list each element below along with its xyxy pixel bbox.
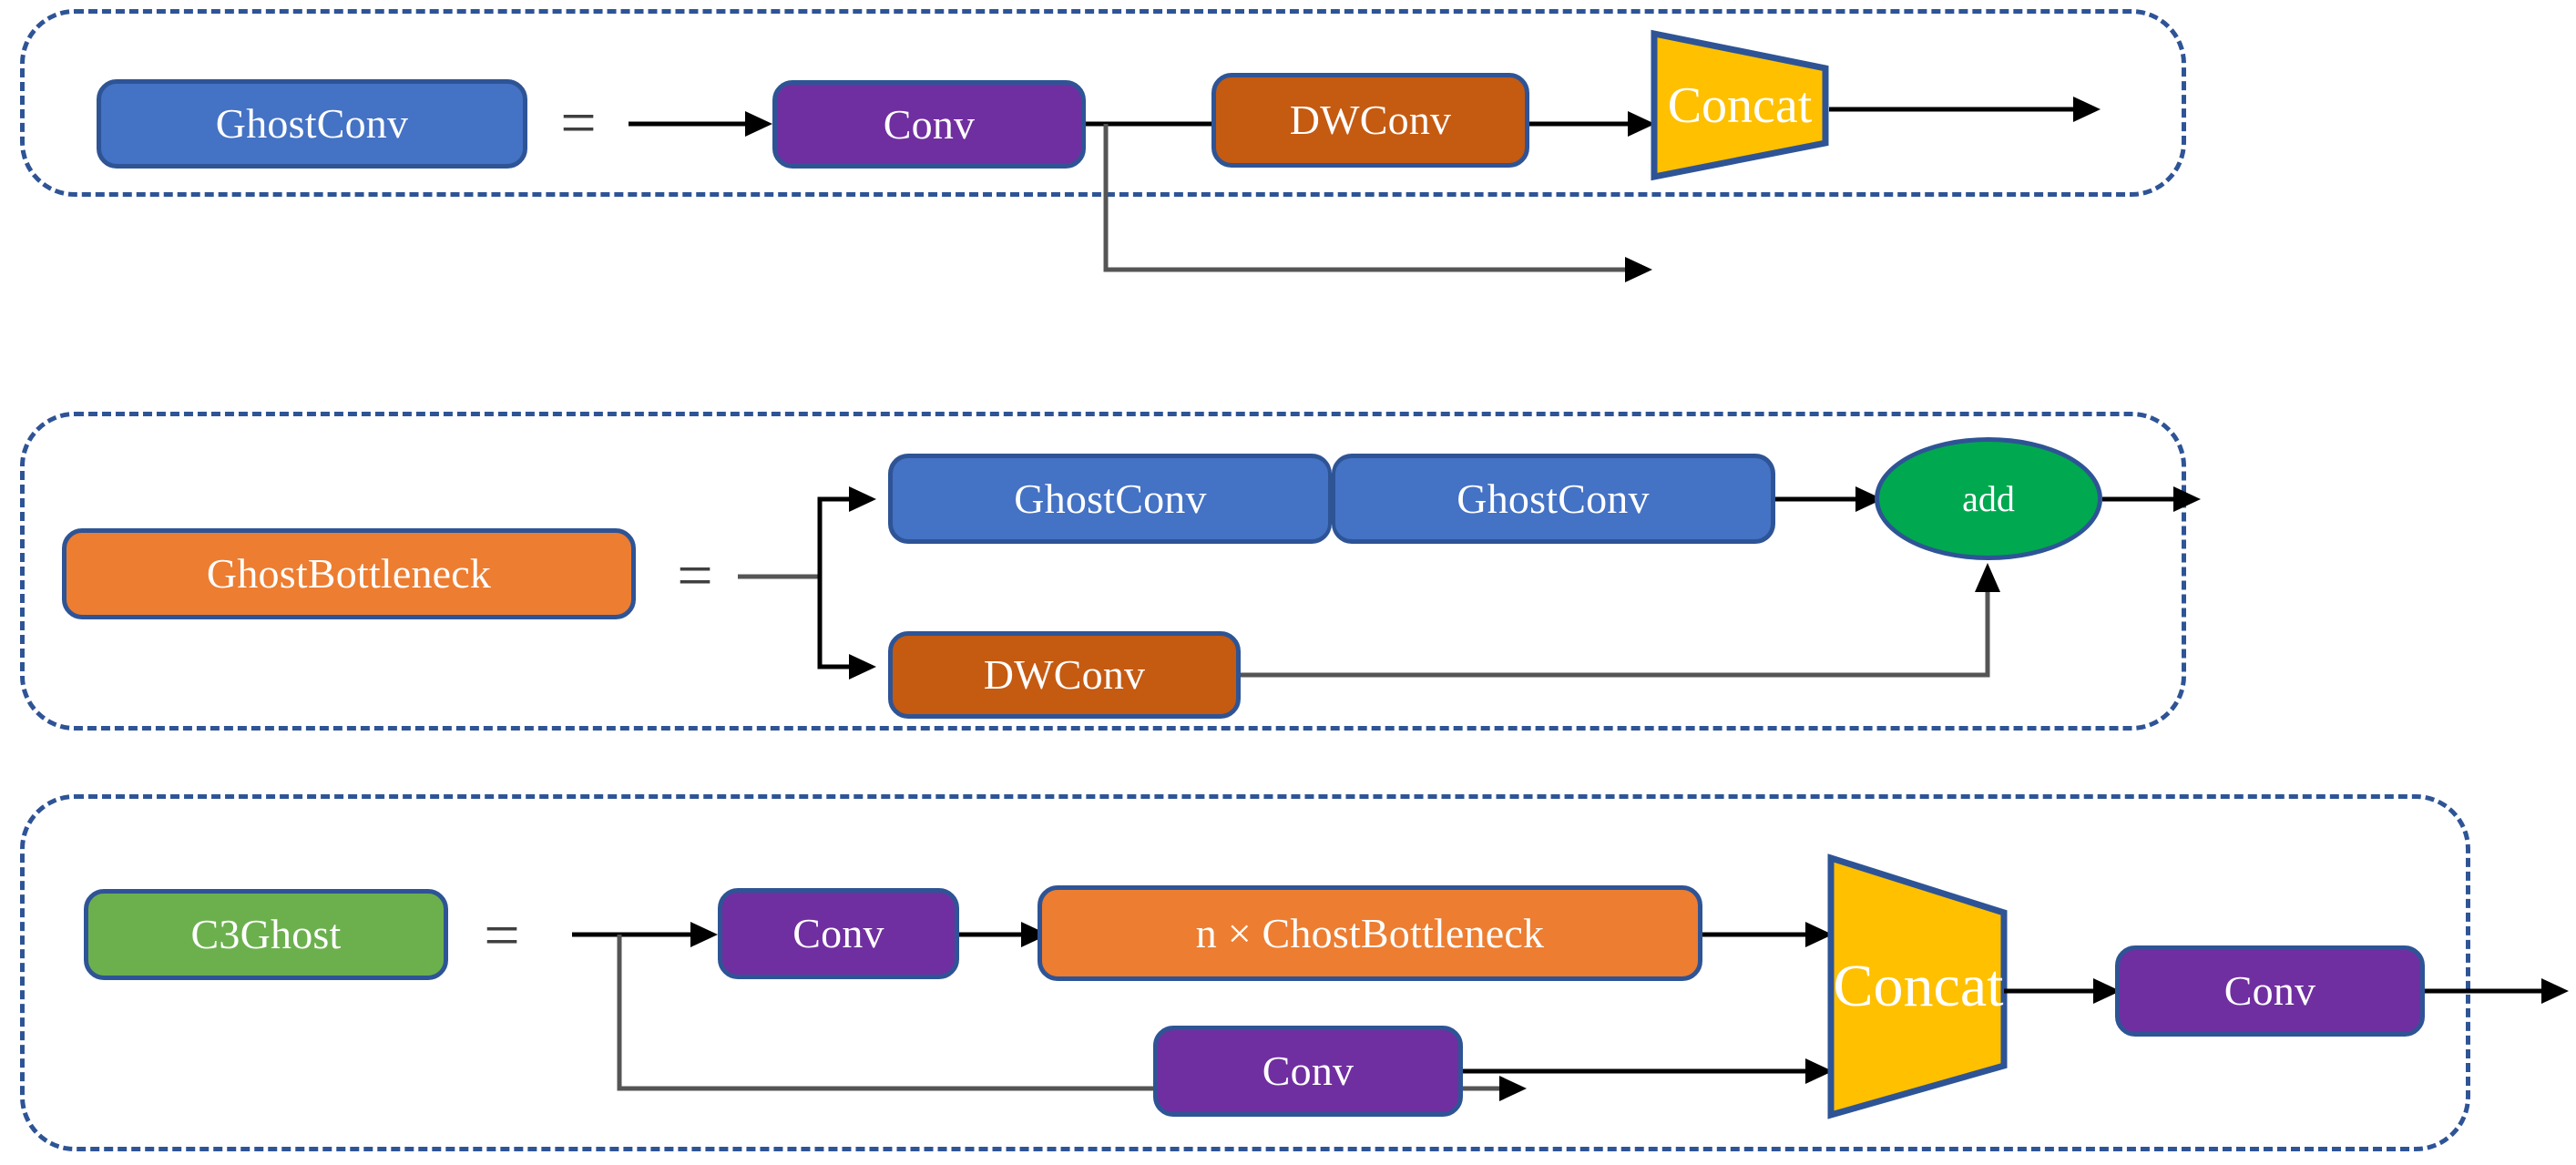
node-add-p2[interactable]: add <box>1875 437 2102 560</box>
arrow-dwconv-to-concat-p1 <box>1529 107 1657 140</box>
node-label: DWConv <box>983 651 1146 698</box>
node-label: GhostConv <box>1457 475 1650 522</box>
node-label: DWConv <box>1289 97 1452 143</box>
node-conv-top-p3[interactable]: Conv <box>718 888 959 979</box>
arrow-lhs-to-conv-p1 <box>629 107 774 140</box>
equals-label: = <box>677 541 713 611</box>
node-c3ghost-lhs[interactable]: C3Ghost <box>84 889 448 980</box>
ghostconv-pair-p2: GhostConv GhostConv <box>888 454 1775 544</box>
arrow-output-p3 <box>2425 975 2571 1007</box>
equals-sign-panel3: = <box>470 901 534 971</box>
panel-ghostconv <box>20 9 2186 197</box>
node-label: Conv <box>1262 1047 1354 1094</box>
node-dwconv-p2[interactable]: DWConv <box>888 631 1241 719</box>
equals-sign-panel2: = <box>663 541 727 611</box>
node-conv-bottom-p3[interactable]: Conv <box>1153 1026 1463 1117</box>
arrow-concat-to-conv-p3 <box>2004 975 2122 1007</box>
node-conv-out-p3[interactable]: Conv <box>2115 945 2425 1037</box>
node-label: GhostConv <box>215 100 409 147</box>
node-concat-p3[interactable]: Concat <box>1827 853 2009 1119</box>
panel-c3ghost <box>20 794 2470 1151</box>
node-bottleneck-p3[interactable]: n × ChostBottleneck <box>1038 885 1702 981</box>
node-conv-p1[interactable]: Conv <box>772 80 1086 169</box>
arrow-conv-to-bottleneck-p3 <box>959 918 1050 951</box>
arrow-split-p2 <box>738 483 884 683</box>
node-label: C3Ghost <box>190 911 342 957</box>
node-concat-p1[interactable]: Concat <box>1651 29 1829 181</box>
arrow-ghostconv-to-add-p2 <box>1775 483 1885 516</box>
node-ghostconv-1-p2[interactable]: GhostConv <box>888 454 1332 544</box>
node-dwconv-p1[interactable]: DWConv <box>1211 73 1529 168</box>
node-ghostconv-2-p2[interactable]: GhostConv <box>1332 454 1775 544</box>
equals-label: = <box>484 901 520 971</box>
equals-sign-panel1: = <box>547 88 610 158</box>
node-label: GhostBottleneck <box>206 550 492 597</box>
arrow-concat-output-p1 <box>1829 93 2102 126</box>
node-label: Conv <box>2223 967 2316 1014</box>
arrow-dwconv-to-add-p2 <box>1241 556 2015 683</box>
node-label: GhostConv <box>1014 475 1207 522</box>
node-label: add <box>1962 478 2015 519</box>
node-label: Conv <box>792 910 884 956</box>
arrow-convbottom-to-concat-p3 <box>1463 1055 1835 1088</box>
equals-label: = <box>560 88 597 158</box>
node-ghostbottleneck-lhs[interactable]: GhostBottleneck <box>62 528 636 619</box>
arrow-bottleneck-to-concat-p3 <box>1702 918 1835 951</box>
node-ghostconv-lhs[interactable]: GhostConv <box>97 79 527 169</box>
node-label: n × ChostBottleneck <box>1195 909 1545 956</box>
arrow-add-output-p2 <box>2102 483 2203 516</box>
panel-ghostbottleneck <box>20 412 2186 731</box>
node-label: Conv <box>883 100 976 148</box>
